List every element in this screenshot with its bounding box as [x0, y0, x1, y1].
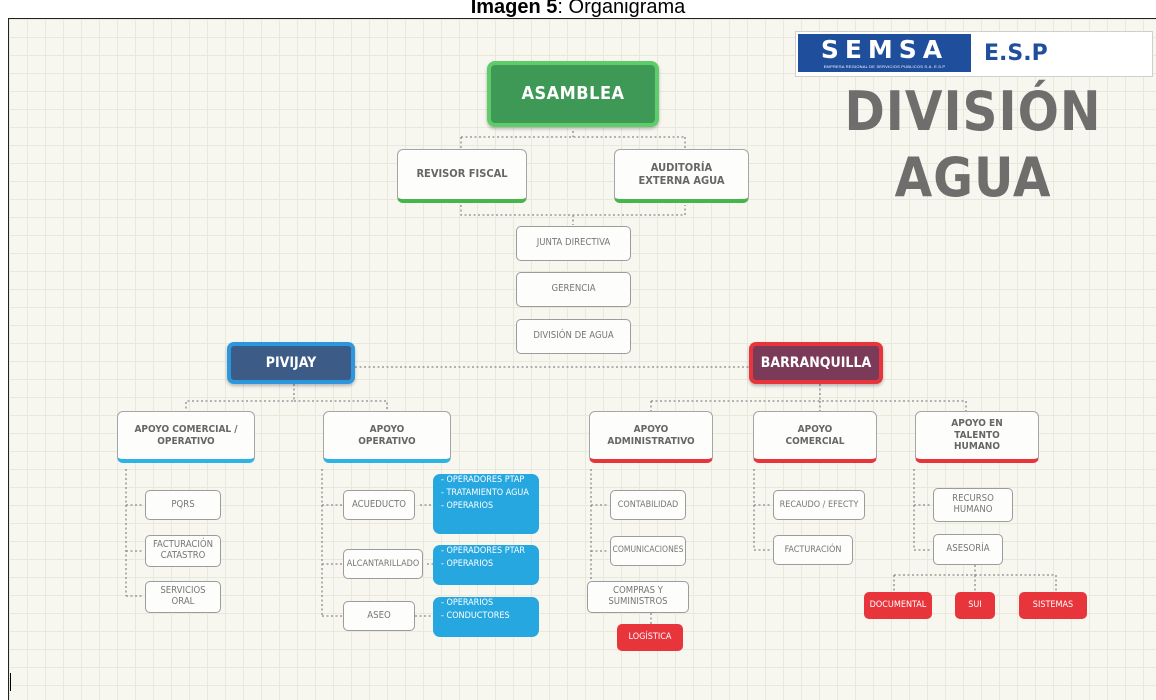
node-apoyo-comercial-operativo: APOYO COMERCIAL / OPERATIVO — [117, 411, 255, 463]
connector-operativo — [321, 469, 342, 617]
connector-asesoria-children — [893, 565, 1057, 592]
node-sistemas: SISTEMAS — [1019, 592, 1087, 619]
caption-label: Imagen 5 — [470, 0, 558, 18]
connector-pqrs — [125, 469, 144, 597]
node-pivijay: PIVIJAY — [227, 342, 355, 384]
note-acueducto-item: - TRATAMIENTO AGUA — [441, 488, 529, 499]
node-junta-directiva: JUNTA DIRECTIVA — [516, 226, 631, 261]
note-aseo-item: - CONDUCTORES — [441, 611, 510, 622]
node-recaudo-efecty: RECAUDO / EFECTY — [773, 490, 865, 520]
connector-comercial — [753, 469, 772, 551]
note-acueducto-item: - OPERARIOS — [441, 501, 494, 512]
node-pqrs: PQRS — [145, 490, 221, 520]
note-aseo: - OPERARIOS - CONDUCTORES — [433, 597, 539, 637]
node-apoyo-operativo: APOYO OPERATIVO — [323, 411, 451, 463]
connector-lines — [125, 131, 1057, 624]
node-logistica: LOGÍSTICA — [617, 624, 683, 651]
caption-text: : Organigrama — [557, 0, 686, 18]
node-documental: DOCUMENTAL — [864, 592, 932, 619]
figure-caption: Imagen 5: Organigrama — [0, 0, 1156, 19]
logo-wordmark: SEMSA — [820, 35, 949, 64]
node-facturacion-catastro: FACTURACIÓN CATASTRO — [145, 535, 221, 567]
node-facturacion: FACTURACIÓN — [773, 535, 853, 565]
logo-brand-block: SEMSA EMPRESA REGIONAL DE SERVICIOS PUBL… — [798, 34, 971, 72]
note-alcantarillado-item: - OPERARIOS — [441, 559, 494, 570]
logo-suffix: E.S.P — [984, 40, 1048, 66]
node-recurso-humano: RECURSO HUMANO — [933, 488, 1013, 522]
org-chart-canvas: SEMSA EMPRESA REGIONAL DE SERVICIOS PUBL… — [8, 18, 1156, 700]
note-aseo-item: - OPERARIOS — [441, 598, 494, 608]
connector-barranquilla-down — [650, 384, 967, 411]
node-contabilidad: CONTABILIDAD — [610, 490, 686, 520]
node-acueducto: ACUEDUCTO — [343, 490, 415, 520]
node-alcantarillado: ALCANTARILLADO — [343, 549, 423, 579]
node-sui: SUI — [955, 592, 995, 619]
division-title: DIVISIÓN AGUA — [844, 80, 1102, 209]
connector-talento — [913, 469, 932, 551]
text-cursor — [10, 673, 11, 691]
note-acueducto-item: - OPERADORES PTAP — [441, 475, 525, 485]
node-asesoria: ASESORÍA — [933, 534, 1003, 565]
node-revisor-fiscal: REVISOR FISCAL — [397, 149, 527, 203]
node-auditoria-externa: AUDITORÍA EXTERNA AGUA — [614, 149, 749, 203]
node-apoyo-comercial: APOYO COMERCIAL — [753, 411, 877, 463]
semsa-logo: SEMSA EMPRESA REGIONAL DE SERVICIOS PUBL… — [795, 31, 1153, 77]
node-barranquilla: BARRANQUILLA — [749, 342, 883, 384]
connector-board-top — [460, 205, 686, 216]
node-asamblea: ASAMBLEA — [487, 61, 659, 127]
node-apoyo-talento-humano: APOYO EN TALENTO HUMANO — [915, 411, 1039, 463]
connector-pivijay-down — [185, 384, 388, 411]
note-alcantarillado-item: - OPERADORES PTAR — [441, 546, 526, 556]
note-acueducto: - OPERADORES PTAP - TRATAMIENTO AGUA - O… — [433, 474, 539, 534]
node-gerencia: GERENCIA — [516, 272, 631, 307]
node-comunicaciones: COMUNICACIONES — [610, 536, 686, 566]
node-aseo: ASEO — [343, 601, 415, 631]
node-apoyo-administrativo: APOYO ADMINISTRATIVO — [589, 411, 713, 463]
node-servicios-oral: SERVICIOS ORAL — [145, 581, 221, 613]
connector-administrativo — [590, 469, 609, 600]
logo-tagline: EMPRESA REGIONAL DE SERVICIOS PUBLICOS S… — [823, 64, 946, 69]
node-compras-suministros: COMPRAS Y SUMINISTROS — [587, 581, 689, 613]
note-alcantarillado: - OPERADORES PTAR - OPERARIOS — [433, 545, 539, 585]
connector-asamblea-branch — [460, 136, 686, 153]
node-division-de-agua: DIVISIÓN DE AGUA — [516, 319, 631, 354]
connector-notes — [415, 504, 433, 617]
